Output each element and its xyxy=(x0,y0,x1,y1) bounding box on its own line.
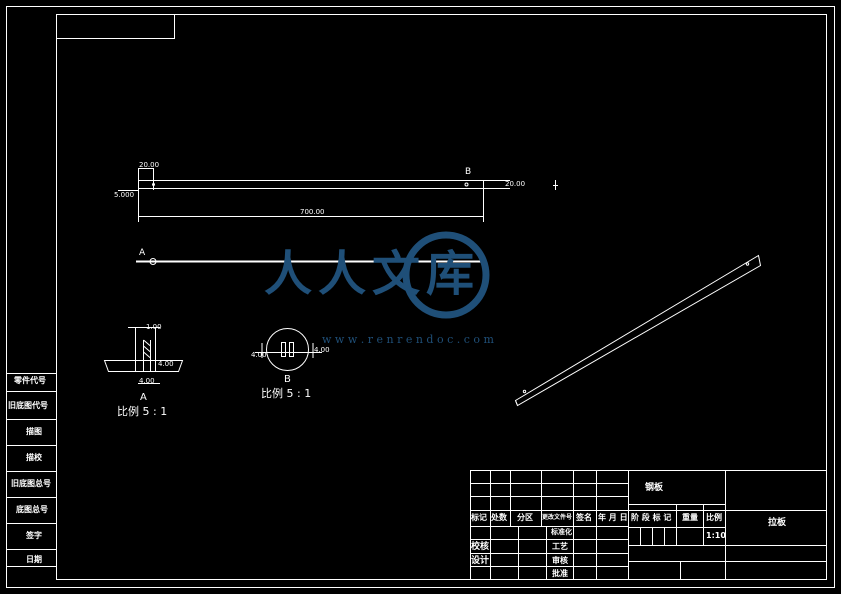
watermark-url: w w w . r e n r e n d o c . c o m xyxy=(322,333,494,346)
header-date: 年 月 日 xyxy=(598,513,628,522)
header-mark: 标记 xyxy=(471,513,487,522)
dim-width-label: 20.00 xyxy=(139,161,160,169)
left-panel-grid xyxy=(6,373,57,567)
watermark-text: 人人文库 xyxy=(264,246,481,302)
isometric-view xyxy=(514,254,762,407)
top-left-box xyxy=(56,14,175,39)
front-view xyxy=(136,258,485,265)
detail-b-dim-right: 4.00 xyxy=(314,346,330,354)
header-change-doc: 更改文件号 xyxy=(542,514,573,521)
detail-a-dim-mid: 4.00 xyxy=(158,360,174,368)
part-name-label: 拉板 xyxy=(768,518,787,528)
row-approve-label: 批准 xyxy=(552,569,568,578)
inner-border xyxy=(56,14,827,580)
row-process-label: 工艺 xyxy=(552,542,568,551)
left-label-signature: 签字 xyxy=(26,531,42,540)
section-a-mark: A xyxy=(139,248,146,258)
header-stage-mark: 阶 段 标 记 xyxy=(631,513,672,522)
standardize-label: 标准化 xyxy=(551,528,572,536)
row-check-label: 校核 xyxy=(471,542,490,552)
header-count: 处数 xyxy=(491,513,507,522)
left-label-part-code: 零件代号 xyxy=(14,376,46,385)
top-view xyxy=(118,168,558,222)
header-zone: 分区 xyxy=(517,513,533,522)
outer-border xyxy=(6,6,835,588)
detail-a-dim-bottom: 4.00 xyxy=(139,377,155,385)
detail-b-dim-left: 4.00 xyxy=(251,351,267,359)
dim-right-label: 20.00 xyxy=(505,180,526,188)
header-scale: 比例 xyxy=(706,513,722,522)
left-label-total-number: 底图总号 xyxy=(16,505,48,514)
section-b-mark: B xyxy=(465,167,472,177)
detail-a-dim-top: 1.00 xyxy=(146,323,162,331)
header-signature: 签名 xyxy=(576,513,592,522)
dim-left-label: 5.000 xyxy=(114,191,135,199)
dim-length-label: 700.00 xyxy=(300,208,325,216)
scale-value: 1:10 xyxy=(706,531,726,540)
row-review-label: 审核 xyxy=(552,556,568,565)
left-label-date: 日期 xyxy=(26,555,42,564)
detail-a-label: A xyxy=(140,392,147,403)
title-block-grid xyxy=(470,470,827,580)
material-label: 钢板 xyxy=(645,483,664,493)
row-design-label: 设计 xyxy=(471,556,490,566)
left-label-old-drawing-code: 旧底图代号 xyxy=(8,401,48,410)
detail-b-label: B xyxy=(284,374,291,385)
detail-b-scale: 比例 5 : 1 xyxy=(261,387,312,400)
left-label-old-total-number: 旧底图总号 xyxy=(11,479,51,488)
watermark-logo xyxy=(402,231,490,319)
header-weight: 重量 xyxy=(682,513,698,522)
left-label-trace-check: 描校 xyxy=(26,453,42,462)
left-label-tracing: 描图 xyxy=(26,427,42,436)
detail-b-view xyxy=(255,328,322,371)
detail-a-view xyxy=(103,327,184,384)
detail-a-scale: 比例 5 : 1 xyxy=(117,405,168,418)
